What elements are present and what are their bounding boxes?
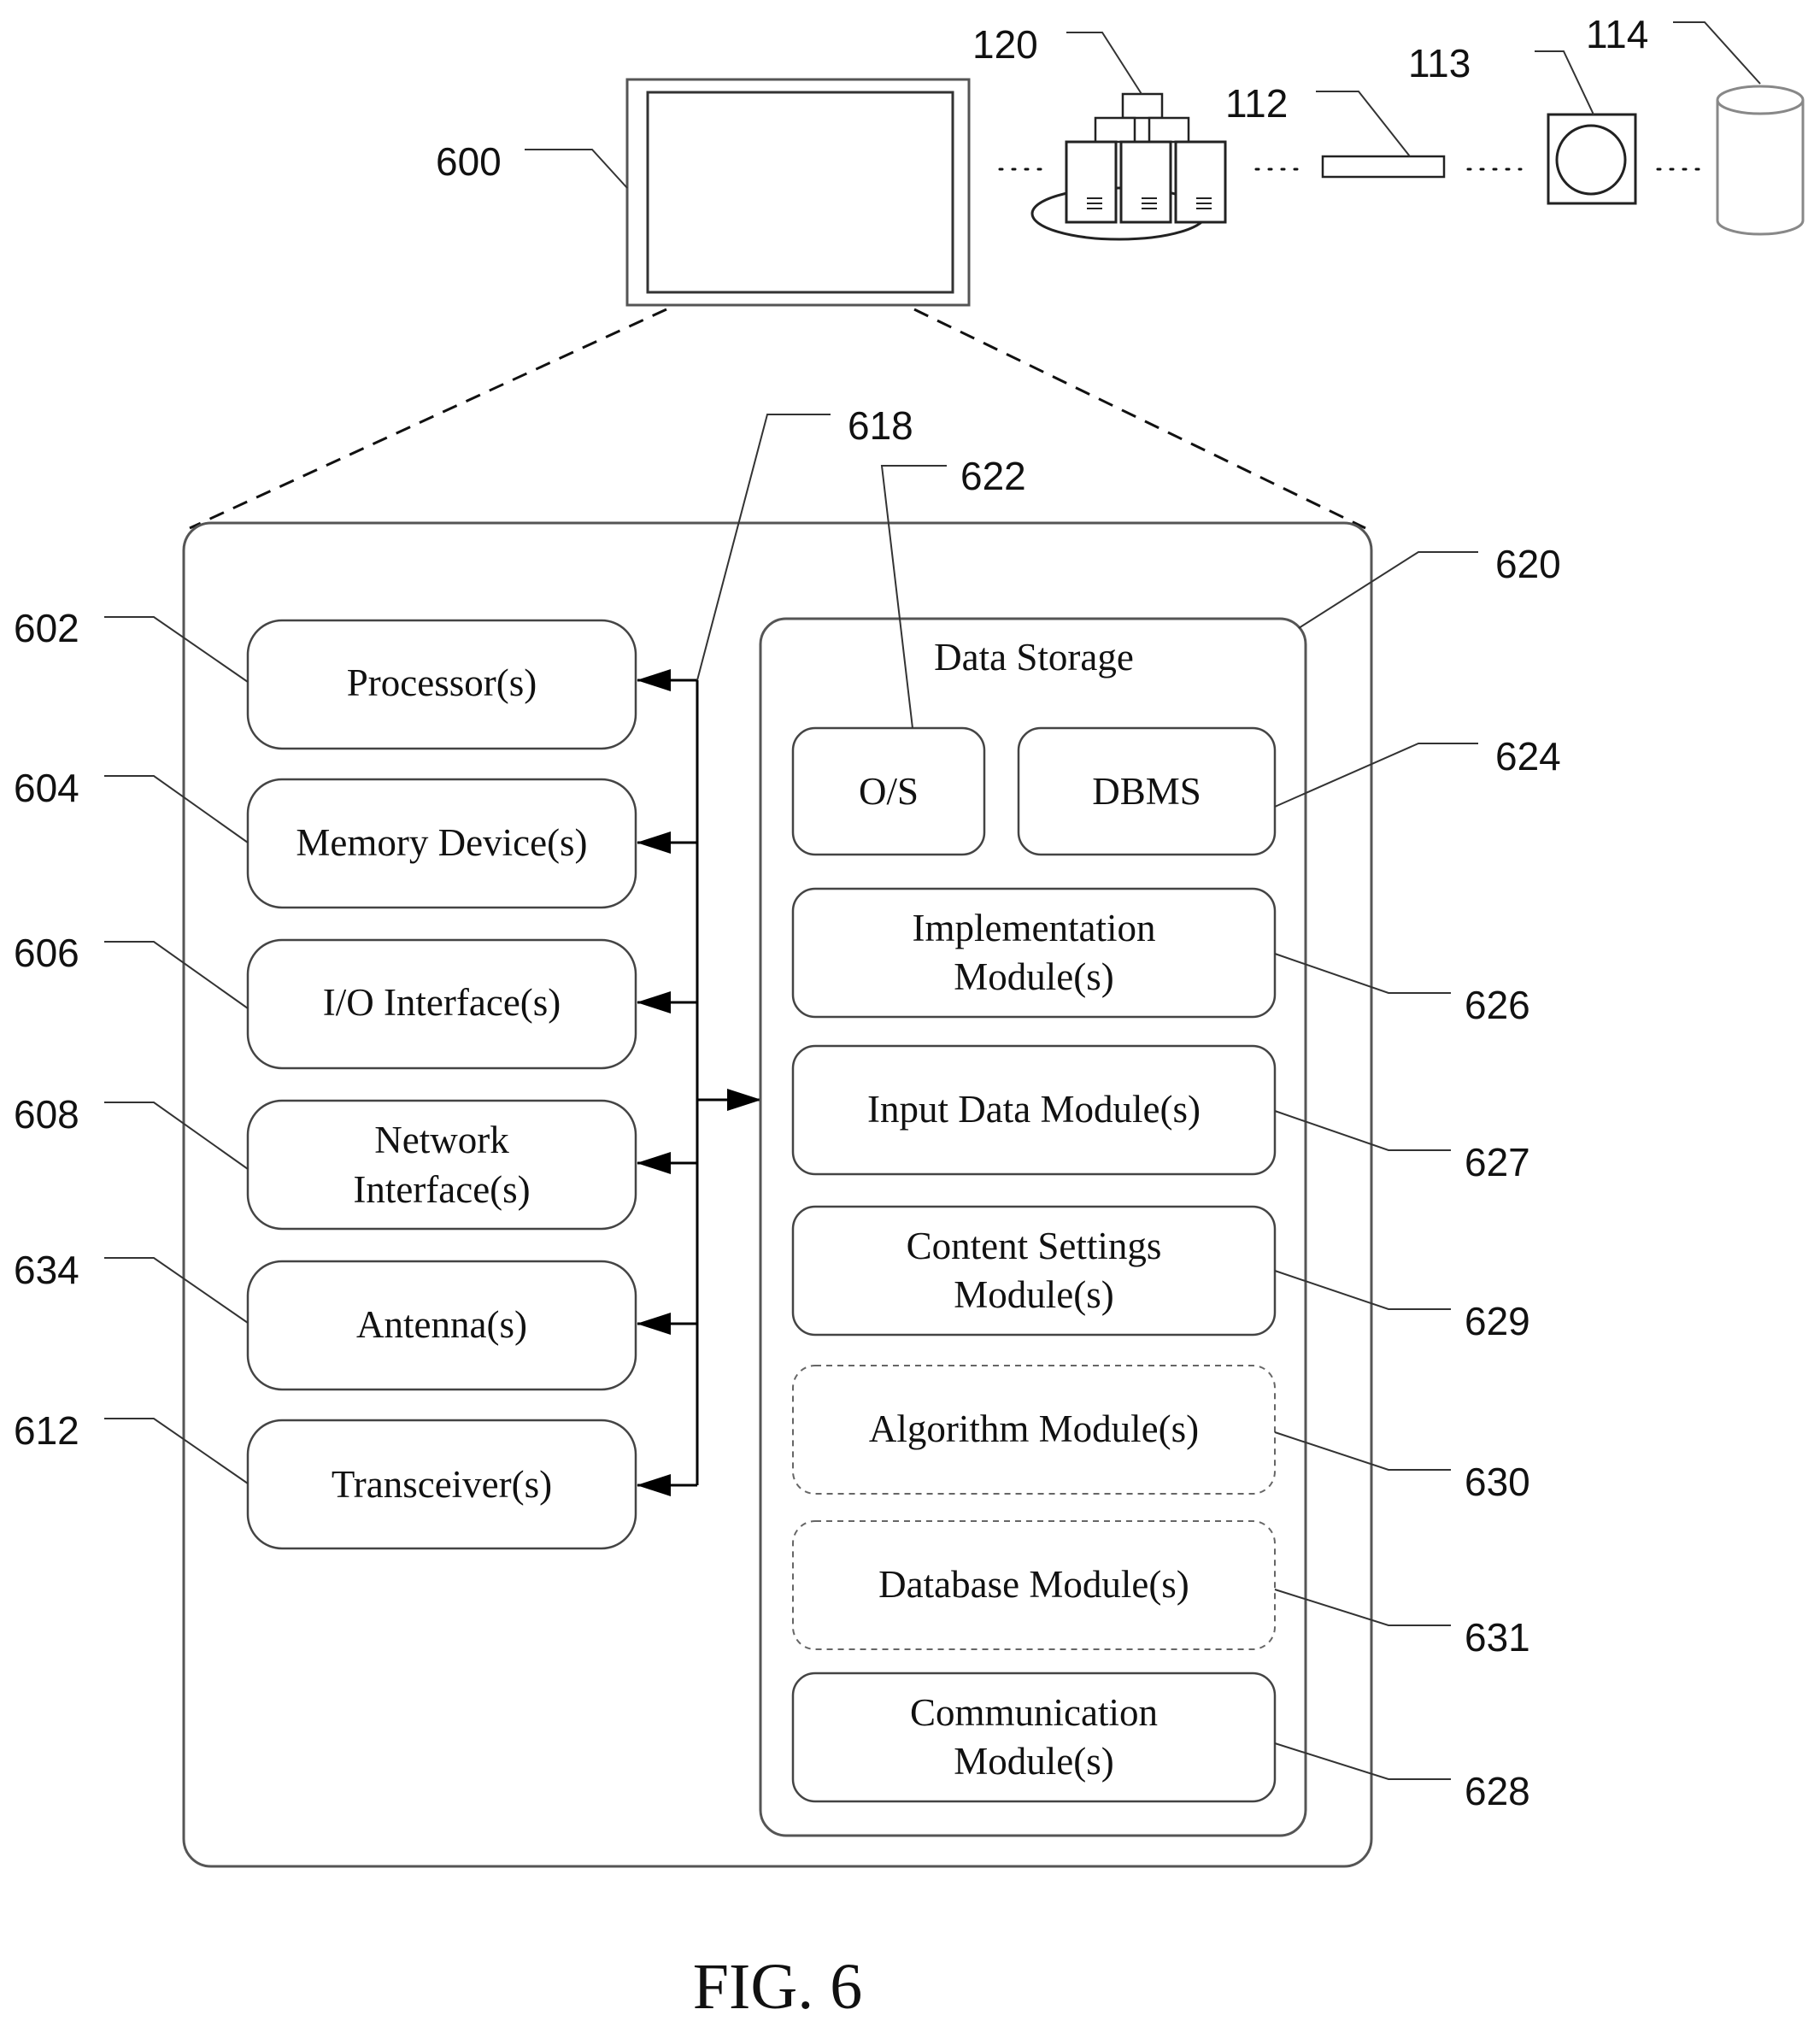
ref-114: 114 [1586, 12, 1648, 56]
projection-line-left [190, 309, 666, 528]
communication-label-line2: Module(s) [954, 1740, 1113, 1783]
ref-608: 608 [14, 1092, 79, 1137]
content-settings-label-line2: Module(s) [954, 1273, 1113, 1316]
implementation-module-box: Implementation Module(s) [793, 889, 1275, 1017]
dbms-box: DBMS [1019, 728, 1275, 855]
io-interface-box: I/O Interface(s) [248, 940, 636, 1068]
ref-112: 112 [1225, 81, 1288, 126]
leader-600 [525, 150, 627, 188]
ref-634: 634 [14, 1248, 79, 1292]
processor-label: Processor(s) [347, 661, 537, 704]
ref-620: 620 [1495, 542, 1561, 586]
database-cylinder-icon [1717, 86, 1803, 234]
implementation-label-line2: Module(s) [954, 955, 1113, 998]
ref-622: 622 [960, 454, 1026, 498]
ref-626: 626 [1465, 983, 1530, 1027]
ref-602: 602 [14, 606, 79, 650]
content-settings-label-line1: Content Settings [907, 1225, 1162, 1267]
camera-icon [1548, 115, 1635, 203]
os-box: O/S [793, 728, 984, 855]
leader-612 [104, 1419, 248, 1484]
leader-606 [104, 942, 248, 1008]
leader-114 [1673, 22, 1760, 84]
os-label: O/S [859, 770, 919, 813]
leader-602 [104, 617, 248, 682]
content-settings-module-box: Content Settings Module(s) [793, 1207, 1275, 1335]
leader-620 [1299, 552, 1478, 628]
algorithm-module-box: Algorithm Module(s) [793, 1366, 1275, 1494]
leader-120 [1066, 32, 1142, 94]
ref-630: 630 [1465, 1460, 1530, 1504]
ref-627: 627 [1465, 1140, 1530, 1184]
leader-608 [104, 1102, 248, 1169]
ref-604: 604 [14, 766, 79, 810]
database-module-box: Database Module(s) [793, 1521, 1275, 1649]
ref-120: 120 [972, 22, 1038, 67]
transceiver-box: Transceiver(s) [248, 1420, 636, 1548]
memory-label: Memory Device(s) [296, 821, 587, 864]
io-interface-label: I/O Interface(s) [323, 981, 561, 1024]
dbms-label: DBMS [1092, 770, 1201, 813]
ref-600: 600 [436, 139, 502, 184]
database-label: Database Module(s) [878, 1563, 1189, 1606]
figure-label: FIG. 6 [693, 1951, 862, 2023]
leader-113 [1535, 51, 1594, 115]
ref-606: 606 [14, 931, 79, 975]
ref-629: 629 [1465, 1299, 1530, 1343]
communication-module-box: Communication Module(s) [793, 1673, 1275, 1801]
memory-box: Memory Device(s) [248, 779, 636, 908]
monitor-icon [627, 79, 969, 305]
antenna-box: Antenna(s) [248, 1261, 636, 1390]
leader-634 [104, 1258, 248, 1323]
leader-604 [104, 776, 248, 843]
input-data-module-box: Input Data Module(s) [793, 1046, 1275, 1174]
ref-612: 612 [14, 1408, 79, 1453]
server-cluster-icon [1032, 94, 1225, 239]
algorithm-label: Algorithm Module(s) [869, 1407, 1199, 1450]
ref-624: 624 [1495, 734, 1561, 778]
input-data-label: Input Data Module(s) [867, 1088, 1201, 1131]
processor-box: Processor(s) [248, 620, 636, 749]
implementation-label-line1: Implementation [913, 907, 1156, 949]
ref-618: 618 [848, 403, 913, 448]
network-interface-label-line2: Interface(s) [353, 1168, 530, 1211]
data-storage-title: Data Storage [934, 636, 1134, 679]
network-interface-box: Network Interface(s) [248, 1101, 636, 1229]
ref-113: 113 [1408, 41, 1471, 85]
communication-label-line1: Communication [910, 1691, 1158, 1734]
antenna-label: Antenna(s) [356, 1303, 527, 1346]
transceiver-label: Transceiver(s) [332, 1463, 552, 1506]
ref-631: 631 [1465, 1615, 1530, 1660]
network-link-icon [1323, 156, 1444, 177]
network-interface-label-line1: Network [374, 1119, 509, 1161]
ref-628: 628 [1465, 1769, 1530, 1813]
leader-112 [1316, 91, 1410, 156]
